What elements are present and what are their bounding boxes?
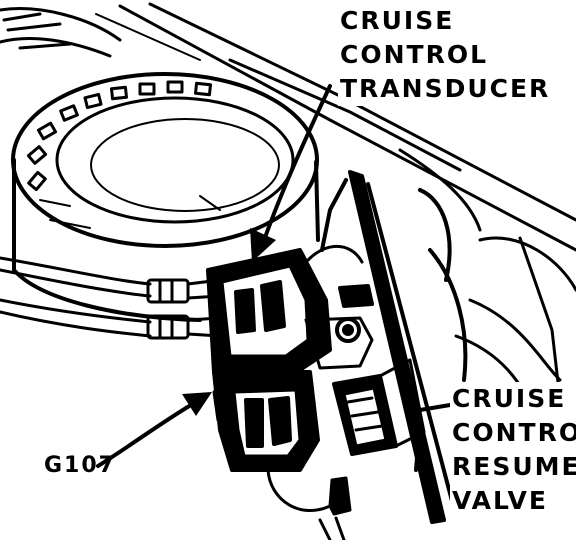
transducer-pointer xyxy=(250,84,332,262)
resume-valve-bracket xyxy=(320,170,468,524)
connector-cluster xyxy=(212,370,320,472)
ground-callout-label: G107 xyxy=(44,453,116,478)
ground-callout: G107 xyxy=(44,449,116,483)
wiring-harness xyxy=(266,468,352,540)
hood-edge xyxy=(0,7,201,61)
resume-valve-body xyxy=(332,358,426,456)
vacuum-hoses xyxy=(0,256,222,340)
resume-valve-callout-line-2: CONTROL xyxy=(452,418,576,447)
transducer-callout-line-1: CRUISE xyxy=(340,6,455,35)
transducer-callout-line-2: CONTROL xyxy=(340,40,489,69)
resume-valve-callout-line-1: CRUISE xyxy=(452,384,567,413)
air-cleaner xyxy=(11,72,320,322)
transducer-callout-line-3: TRANSDUCER xyxy=(340,74,551,103)
transducer-callout: CRUISE CONTROL TRANSDUCER xyxy=(338,4,553,106)
fender-panel xyxy=(118,2,576,402)
resume-valve-callout-line-3: RESUME xyxy=(452,452,576,481)
resume-valve-callout: CRUISE CONTROL RESUME VALVE xyxy=(450,382,576,518)
resume-valve-callout-line-4: VALVE xyxy=(452,486,548,515)
transducer-body xyxy=(206,245,374,374)
ground-pointer xyxy=(96,392,212,468)
